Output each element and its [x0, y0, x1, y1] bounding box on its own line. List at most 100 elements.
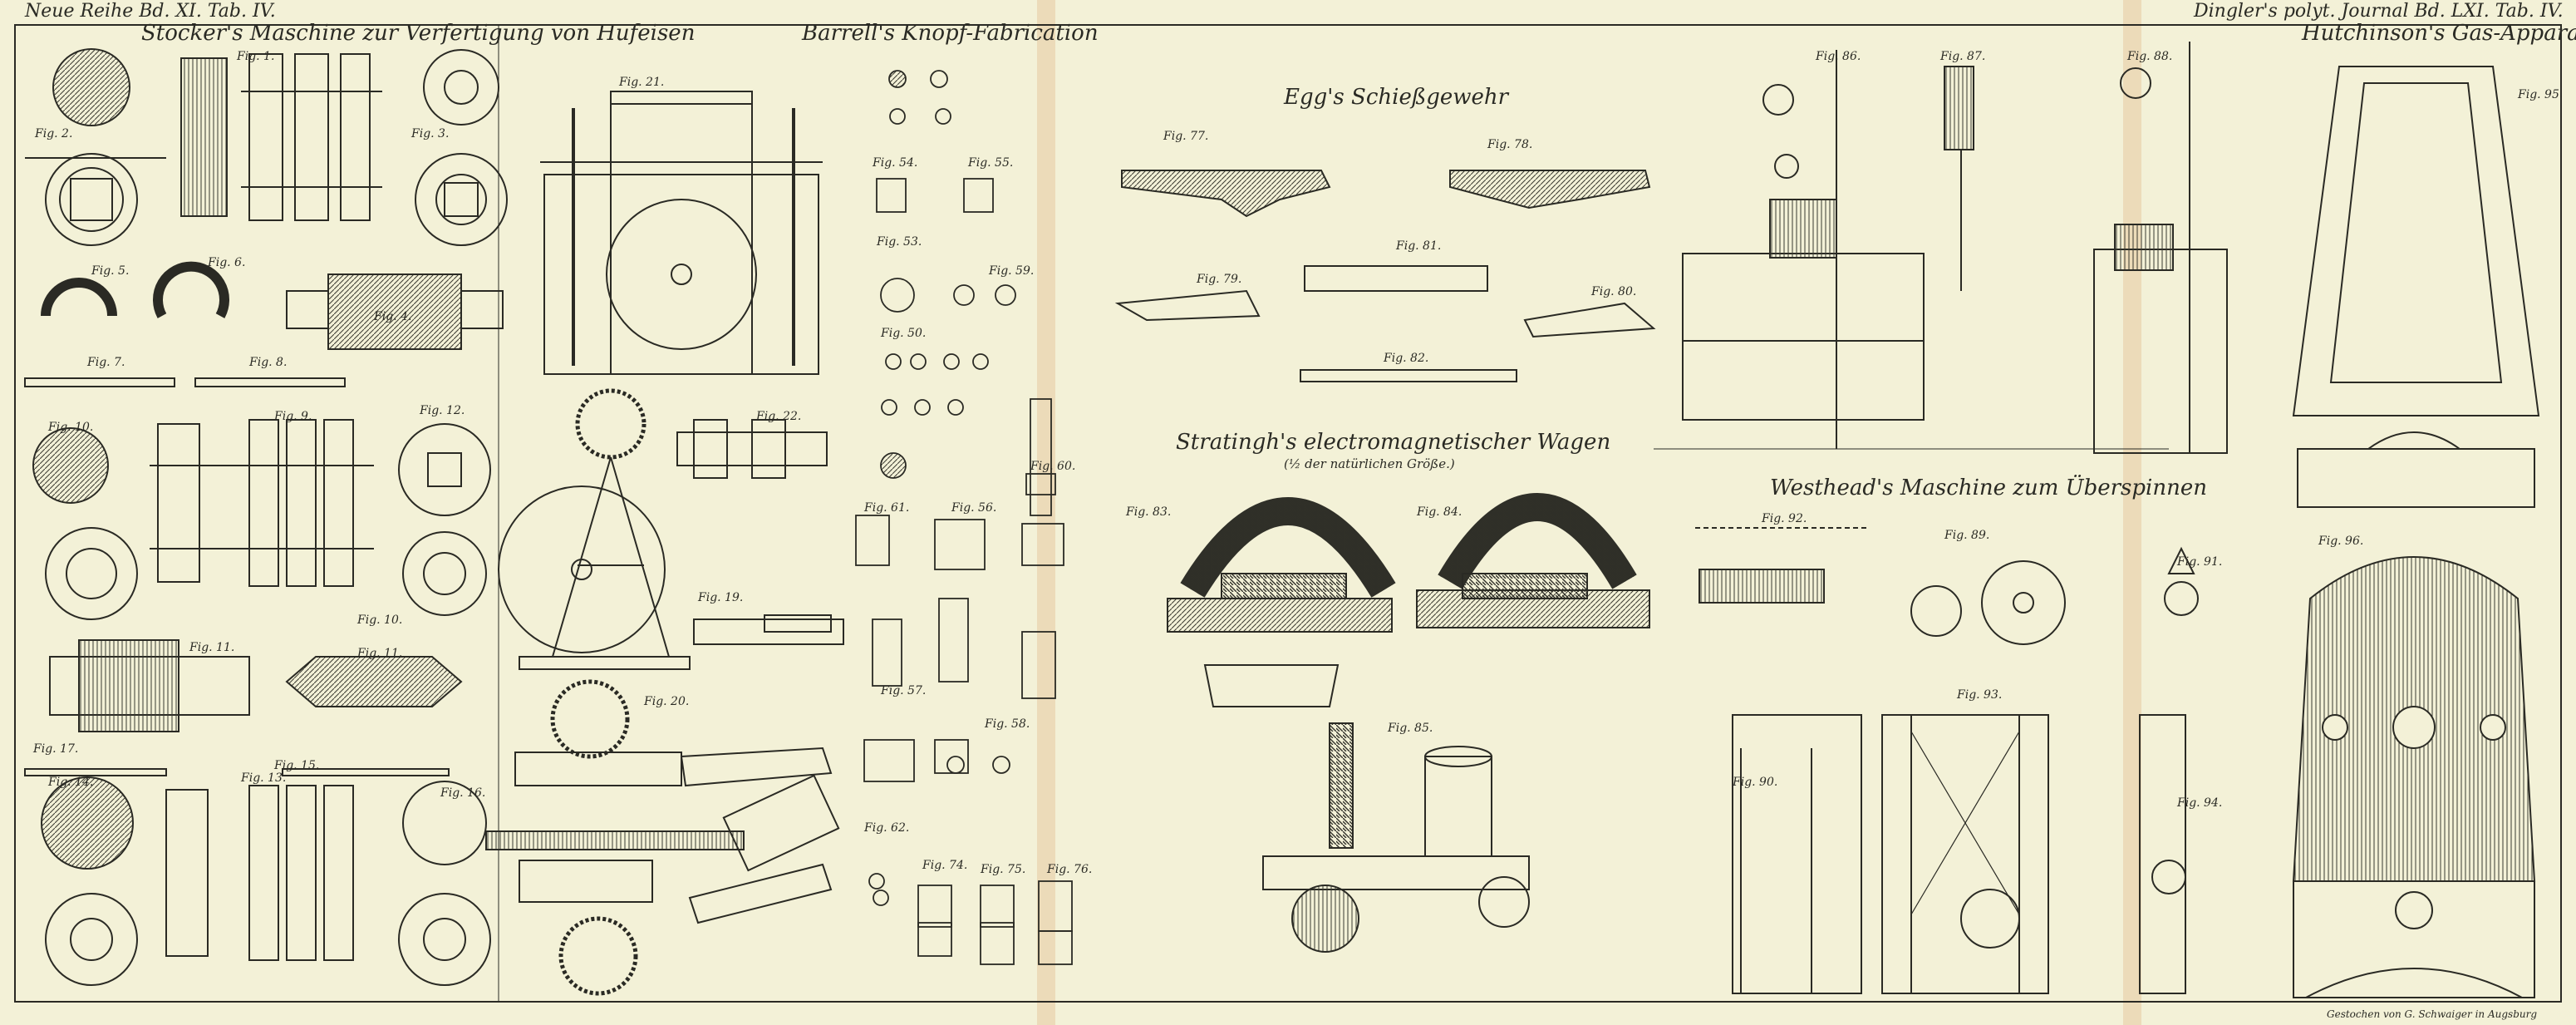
label-fig62: Fig. 62. — [863, 821, 909, 835]
label-fig94: Fig. 94. — [2176, 796, 2222, 810]
label-fig7: Fig. 7. — [86, 356, 125, 369]
label-fig21: Fig. 21. — [618, 76, 664, 89]
braid-fig92 — [1698, 569, 1825, 604]
title-stratingh: Stratingh's electromagnetischer Wagen — [1176, 430, 1610, 455]
label-fig5: Fig. 5. — [91, 264, 129, 278]
label-fig4: Fig. 4. — [373, 310, 411, 323]
label-fig80: Fig. 80. — [1590, 285, 1636, 298]
engraver-credit: Gestochen von G. Schwaiger in Augsburg — [2327, 1008, 2537, 1020]
gear-stack-fig1 — [180, 57, 228, 217]
title-egg: Egg's Schießgewehr — [1283, 85, 1510, 110]
disc-fig3 — [423, 49, 499, 126]
wheel-fig85-b — [1478, 876, 1530, 928]
label-fig56: Fig. 56. — [951, 501, 996, 515]
gear-fig19 — [575, 388, 646, 460]
label-fig89: Fig. 89. — [1944, 529, 1989, 542]
label-fig79: Fig. 79. — [1196, 273, 1241, 286]
label-fig96: Fig. 96. — [2318, 535, 2363, 548]
label-fig2: Fig. 2. — [34, 127, 72, 140]
label-fig16: Fig. 16. — [440, 786, 485, 800]
roller-fig14 — [41, 776, 134, 870]
label-fig78: Fig. 78. — [1487, 138, 1532, 151]
label-fig93: Fig. 93. — [1956, 688, 2002, 702]
roller-fig2 — [45, 153, 138, 246]
title-hutchinson: Hutchinson's Gas-Apparat — [2301, 21, 2576, 46]
label-fig55: Fig. 55. — [967, 156, 1013, 170]
label-fig53: Fig. 53. — [876, 235, 922, 249]
label-fig76: Fig. 76. — [1046, 863, 1092, 876]
label-fig54: Fig. 54. — [872, 156, 917, 170]
label-fig6: Fig. 6. — [207, 256, 245, 269]
label-fig92: Fig. 92. — [1761, 512, 1807, 525]
label-fig95: Fig. 95. — [2517, 88, 2563, 101]
ramrod-fig82 — [1300, 369, 1517, 382]
label-fig12: Fig. 12. — [419, 404, 465, 417]
hutchinson-drawings — [2292, 66, 2540, 998]
wheel-fig89 — [1981, 560, 2066, 645]
frame-fig90 — [1732, 714, 1862, 994]
label-fig85: Fig. 85. — [1387, 722, 1433, 735]
horseshoe-fig5 — [41, 278, 117, 317]
label-fig57: Fig. 57. — [880, 684, 926, 697]
label-fig90: Fig. 90. — [1732, 776, 1777, 789]
label-fig3: Fig. 3. — [410, 127, 449, 140]
label-fig10: Fig. 10. — [47, 421, 93, 434]
fold-mark-left — [1037, 0, 1055, 1025]
wheel-fig85-a — [1291, 885, 1359, 953]
label-fig61: Fig. 61. — [863, 501, 909, 515]
label-fig82: Fig. 82. — [1383, 352, 1428, 365]
label-fig8: Fig. 8. — [248, 356, 287, 369]
label-fig11b: Fig. 11. — [356, 647, 402, 660]
frame-fig21 — [543, 174, 819, 375]
label-fig91: Fig. 91. — [2176, 555, 2222, 569]
westhead-drawings — [1682, 42, 2228, 994]
stratingh-drawings — [1167, 493, 1650, 953]
label-fig83: Fig. 83. — [1125, 505, 1171, 519]
title-westhead: Westhead's Maschine zum Überspinnen — [1770, 474, 2207, 500]
label-fig20: Fig. 20. — [643, 695, 689, 708]
lock-fig80 — [1523, 302, 1656, 338]
header-right: Dingler's polyt. Journal Bd. LXI. Tab. I… — [2193, 1, 2564, 22]
title-stocker: Stocker's Maschine zur Verfertigung von … — [141, 21, 695, 46]
label-fig50: Fig. 50. — [880, 327, 926, 340]
label-fig86: Fig. 86. — [1815, 50, 1861, 63]
barrell-machines — [485, 91, 844, 996]
gun-lock-fig78 — [1449, 170, 1651, 209]
porthole-fig96 — [2392, 706, 2436, 749]
label-fig81: Fig. 81. — [1395, 239, 1441, 253]
forging-fig10b — [285, 656, 463, 707]
label-fig88: Fig. 88. — [2126, 50, 2172, 63]
frame-fig93 — [1881, 714, 2049, 994]
label-fig10b: Fig. 10. — [356, 614, 402, 627]
horseshoe-fig6 — [153, 261, 229, 318]
roller-fig10 — [32, 427, 109, 504]
button-parts — [855, 70, 1073, 965]
stocker-drawings — [24, 48, 508, 986]
label-fig17: Fig. 17. — [32, 742, 78, 756]
label-fig11: Fig. 11. — [189, 641, 234, 654]
title-barrell: Barrell's Knopf-Fabrication — [801, 21, 1099, 46]
label-fig58: Fig. 58. — [984, 717, 1030, 731]
label-fig77: Fig. 77. — [1163, 130, 1208, 143]
label-fig22: Fig. 22. — [755, 410, 801, 423]
label-fig87: Fig. 87. — [1939, 50, 1985, 63]
label-fig60: Fig. 60. — [1030, 460, 1075, 473]
egg-guns — [1114, 170, 1656, 382]
label-fig15: Fig. 15. — [273, 759, 319, 772]
label-fig13: Fig. 13. — [240, 771, 286, 785]
header-left: Neue Reihe Bd. XI. Tab. IV. — [24, 1, 276, 22]
gun-lock-fig77 — [1121, 170, 1331, 218]
lock-fig79 — [1114, 289, 1261, 322]
label-fig84: Fig. 84. — [1416, 505, 1462, 519]
label-fig9: Fig. 9. — [273, 410, 312, 423]
gasometer-fig95 — [2292, 66, 2540, 416]
barrel-fig81 — [1304, 265, 1488, 292]
label-fig1: Fig. 1. — [236, 50, 274, 63]
roller-fig1 — [52, 48, 130, 126]
label-fig14: Fig. 14. — [47, 776, 93, 789]
fold-mark-right — [2123, 0, 2141, 1025]
label-fig59: Fig. 59. — [988, 264, 1034, 278]
subtitle-stratingh: (½ der natürlichen Größe.) — [1284, 456, 1455, 471]
gear-rack-fig20 — [485, 830, 745, 850]
